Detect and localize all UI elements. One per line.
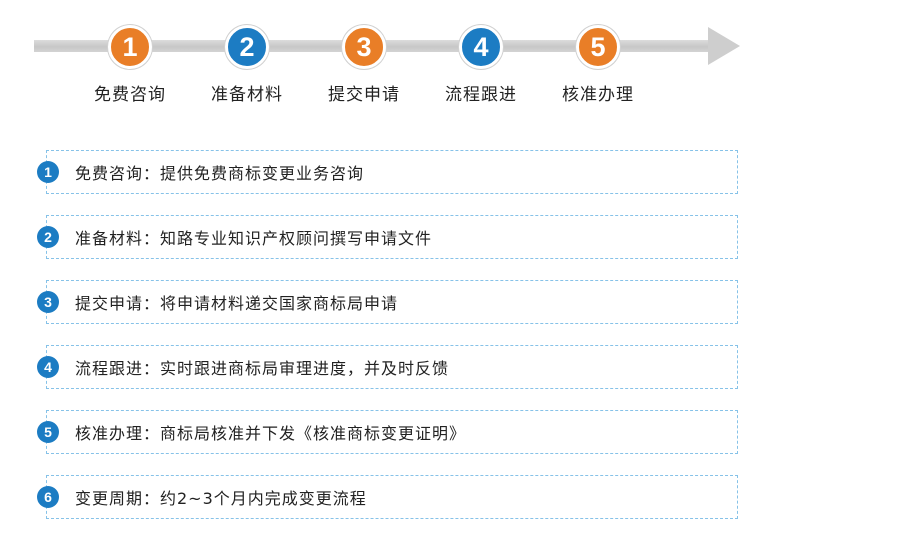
detail-text: 提交申请：将申请材料递交国家商标局申请: [75, 294, 399, 313]
number-badge: 4: [37, 356, 59, 378]
step-label: 准备材料: [211, 85, 283, 105]
detail-row-6: 6 变更周期：约2~3个月内完成变更流程: [37, 475, 738, 519]
detail-row-2: 2 准备材料：知路专业知识产权顾问撰写申请文件: [37, 215, 738, 259]
step-label: 流程跟进: [445, 85, 517, 105]
step-label: 提交申请: [328, 85, 400, 105]
detail-row-1: 1 免费咨询：提供免费商标变更业务咨询: [37, 150, 738, 194]
step-number-circle: 1: [108, 25, 152, 69]
step-number-circle: 4: [459, 25, 503, 69]
step-number-circle: 5: [576, 25, 620, 69]
timeline-step-3: 3 提交申请: [304, 25, 424, 105]
number-badge: 3: [37, 291, 59, 313]
timeline-step-1: 1 免费咨询: [70, 25, 190, 105]
detail-text: 免费咨询：提供免费商标变更业务咨询: [75, 164, 365, 183]
detail-text: 流程跟进：实时跟进商标局审理进度，并及时反馈: [75, 359, 450, 378]
timeline-arrow-head-icon: [708, 27, 740, 65]
detail-row-4: 4 流程跟进：实时跟进商标局审理进度，并及时反馈: [37, 345, 738, 389]
detail-row-3: 3 提交申请：将申请材料递交国家商标局申请: [37, 280, 738, 324]
step-number-circle: 3: [342, 25, 386, 69]
detail-text: 准备材料：知路专业知识产权顾问撰写申请文件: [75, 229, 433, 248]
number-badge: 6: [37, 486, 59, 508]
timeline: 1 免费咨询 2 准备材料 3 提交申请 4 流程跟进 5 核准办理: [0, 0, 900, 110]
details-list: 1 免费咨询：提供免费商标变更业务咨询 2 准备材料：知路专业知识产权顾问撰写申…: [37, 150, 738, 519]
step-label: 免费咨询: [94, 85, 166, 105]
detail-text: 变更周期：约2~3个月内完成变更流程: [75, 489, 367, 508]
timeline-step-2: 2 准备材料: [187, 25, 307, 105]
number-badge: 5: [37, 421, 59, 443]
step-number-circle: 2: [225, 25, 269, 69]
timeline-step-4: 4 流程跟进: [421, 25, 541, 105]
detail-text: 核准办理：商标局核准并下发《核准商标变更证明》: [75, 424, 467, 443]
step-label: 核准办理: [562, 85, 634, 105]
detail-row-5: 5 核准办理：商标局核准并下发《核准商标变更证明》: [37, 410, 738, 454]
timeline-step-5: 5 核准办理: [538, 25, 658, 105]
number-badge: 2: [37, 226, 59, 248]
number-badge: 1: [37, 161, 59, 183]
